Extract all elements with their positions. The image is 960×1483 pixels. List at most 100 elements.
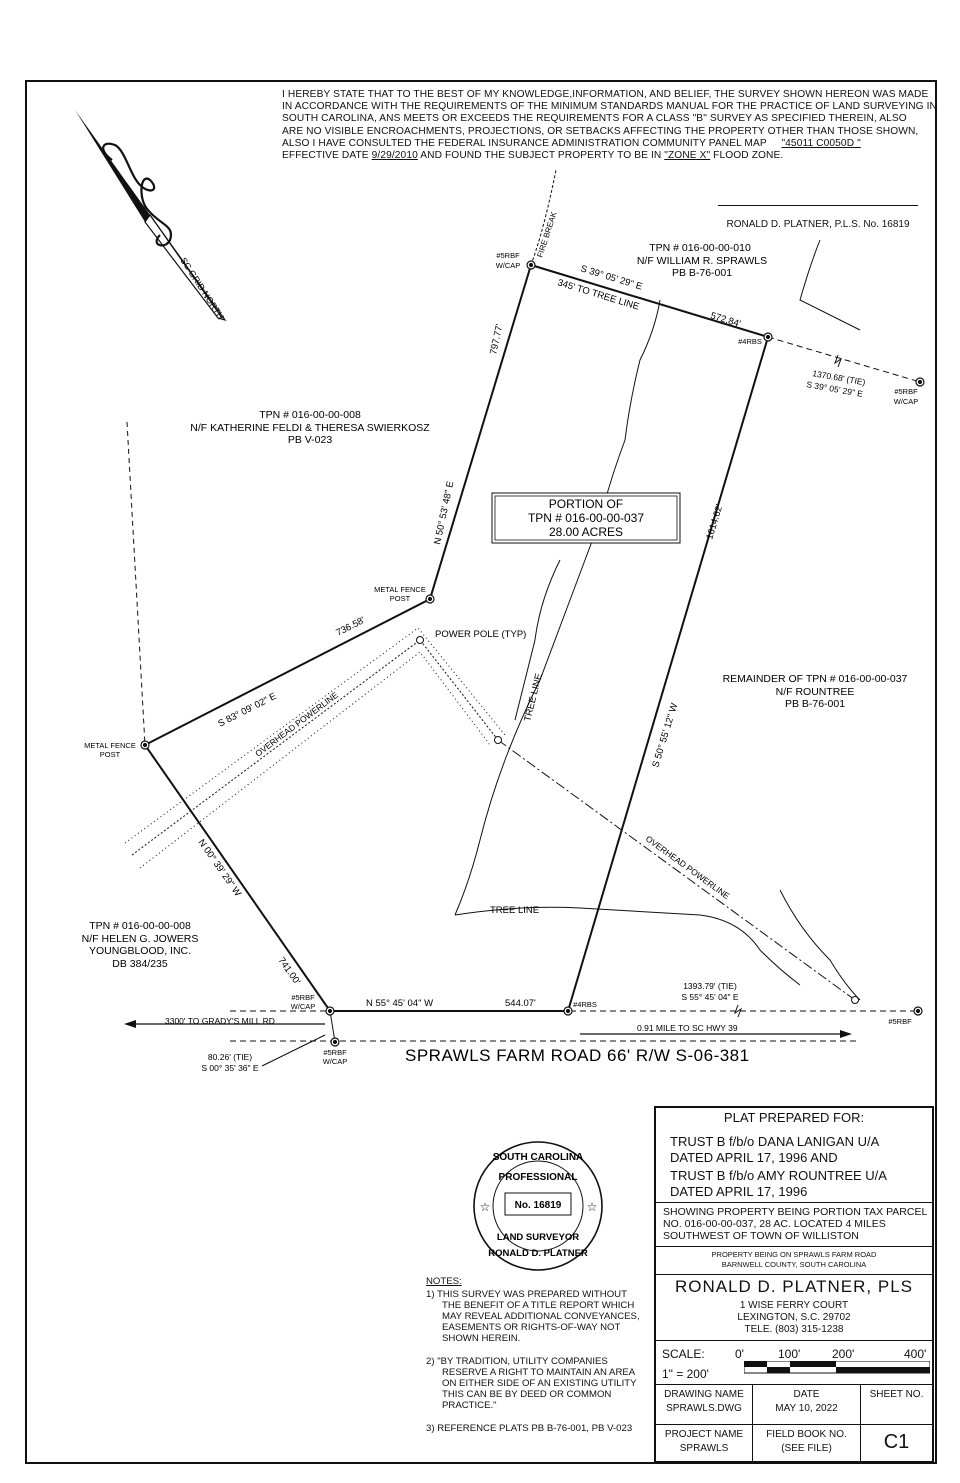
north-parcel-tpn: TPN # 016-00-00-010 xyxy=(649,242,751,254)
monuments-rbf-cap-b: W/CAP xyxy=(291,1002,316,1011)
north-distance: 572.84' xyxy=(709,310,742,330)
east-parcel-owner: N/F ROUNTREE xyxy=(776,686,855,698)
title-block-drawing-name-label: DRAWING NAME xyxy=(664,1389,744,1400)
subject-label-3: 28.00 ACRES xyxy=(549,525,623,539)
title-block-scale-100: 100' xyxy=(778,1347,801,1361)
north-parcel-pb: PB B-76-001 xyxy=(672,267,732,279)
monuments-rbf-cap-a: #5RBF xyxy=(496,251,520,260)
notes: NOTES: 1) THIS SURVEY WAS PREPARED WITHO… xyxy=(426,1276,646,1434)
title-block-client1b: DATED APRIL 17, 1996 AND xyxy=(670,1150,838,1165)
title-block-addr2: LEXINGTON, S.C. 29702 xyxy=(737,1312,851,1323)
west-distance: 736.58' xyxy=(334,615,367,639)
north-parcel-owner: N/F WILLIAM R. SPRAWLS xyxy=(637,255,767,267)
adjoiner-line xyxy=(126,421,146,746)
certification-line5: ALSO I HAVE CONSULTED THE FEDERAL INSURA… xyxy=(282,137,767,149)
subject-parcel-box xyxy=(491,492,681,544)
tie-sw-bearing: S 00° 35' 36" E xyxy=(201,1063,259,1073)
tie-sw-distance: 80.26' (TIE) xyxy=(208,1052,252,1062)
south-distance: 544.07' xyxy=(505,998,536,1009)
monument-markers xyxy=(140,260,925,1047)
monuments-fence-a: METAL FENCE xyxy=(84,741,136,750)
title-block-client2b: DATED APRIL 17, 1996 xyxy=(670,1184,808,1199)
break-icon xyxy=(733,1004,743,1018)
svg-text:☆: ☆ xyxy=(587,1200,598,1214)
certification-line3: SOUTH CAROLINA, ANS MEETS OR EXCEEDS THE… xyxy=(282,113,907,125)
nw-distance: 797.77' xyxy=(488,323,505,356)
south-bearing: N 55° 45' 04" W xyxy=(366,998,433,1009)
title-block-client2a: TRUST B f/b/o AMY ROUNTREE U/A xyxy=(670,1168,887,1183)
title-block-tele: TELE. (803) 315-1238 xyxy=(744,1324,844,1335)
monuments-fence-a: METAL FENCE xyxy=(374,585,426,594)
title-block-date-label: DATE xyxy=(793,1389,820,1400)
to-gradys-label: 3300' TO GRADY'S MILL RD xyxy=(165,1016,275,1026)
sw-distance: 741.00' xyxy=(276,955,303,987)
fire-break-label: FIRE BREAK xyxy=(535,210,558,259)
north-arrow-icon: SC GRID NORTH xyxy=(75,110,227,322)
power-pole-icon xyxy=(494,736,502,744)
tie-se-distance: 1393.79' (TIE) xyxy=(683,981,737,991)
monuments-rbf-cap-b: W/CAP xyxy=(496,261,521,270)
title-block-addr1: 1 WISE FERRY COURT xyxy=(739,1300,849,1311)
seal-top: SOUTH CAROLINA xyxy=(493,1152,584,1163)
certification-line1: I HEREBY STATE THAT TO THE BEST OF MY KN… xyxy=(282,89,929,100)
seal-number: No. 16819 xyxy=(515,1200,562,1211)
title-block-loc2: BARNWELL COUNTY, SOUTH CAROLINA xyxy=(721,1260,867,1269)
svg-text:☆: ☆ xyxy=(480,1200,491,1214)
title-block-desc1: SHOWING PROPERTY BEING PORTION TAX PARCE… xyxy=(663,1206,928,1218)
sw-parcel-owner2: YOUNGBLOOD, INC. xyxy=(89,945,191,957)
to-hwy-label: 0.91 MILE TO SC HWY 39 xyxy=(637,1023,738,1033)
west-parcel-owner: N/F KATHERINE FELDI & THERESA SWIERKOSZ xyxy=(190,422,430,434)
monuments-rbf: #5RBF xyxy=(888,1017,912,1026)
overhead-powerline xyxy=(124,627,856,1001)
east-parcel-tpn: REMAINDER OF TPN # 016-00-00-037 xyxy=(723,673,908,685)
notes-n2: 2) "BY TRADITION, UTILITY COMPANIES RESE… xyxy=(426,1356,637,1411)
certification-zone: "ZONE X" xyxy=(664,150,711,162)
west-parcel-pb: PB V-023 xyxy=(288,434,333,446)
title-block-fieldbook: (SEE FILE) xyxy=(781,1443,832,1454)
sheet-border xyxy=(25,80,937,1464)
sw-parcel-owner: N/F HELEN G. JOWERS xyxy=(82,933,199,945)
east-bearing: S 50° 55' 12" W xyxy=(650,702,680,769)
surveyor-certification: I HEREBY STATE THAT TO THE BEST OF MY KN… xyxy=(282,89,937,162)
title-block: PLAT PREPARED FOR: TRUST B f/b/o DANA LA… xyxy=(654,1106,934,1463)
tree-line-label-2: TREE LINE xyxy=(490,905,539,916)
monuments-rbf-cap-b: W/CAP xyxy=(894,397,919,406)
notes-n3: 3) REFERENCE PLATS PB B-76-001, PB V-023 xyxy=(426,1423,633,1434)
certification-line4: ARE NO VISIBLE ENCROACHMENTS, PROJECTION… xyxy=(282,125,919,137)
tie-se-bearing: S 55° 45' 04" E xyxy=(681,992,739,1002)
title-block-scale-ratio: 1" = 200' xyxy=(662,1367,709,1381)
title-block-desc3: SOUTHWEST OF TOWN OF WILLISTON xyxy=(663,1230,859,1242)
title-block-client1a: TRUST B f/b/o DANA LANIGAN U/A xyxy=(670,1134,880,1149)
fire-break-line xyxy=(530,169,557,266)
road-name: SPRAWLS FARM ROAD 66' R/W S-06-381 xyxy=(405,1046,750,1065)
seal-bottom1: LAND SURVEYOR xyxy=(497,1232,579,1243)
title-block-scale-0: 0' xyxy=(735,1347,744,1361)
seal-mid: PROFESSIONAL xyxy=(499,1172,578,1183)
power-pole-icon xyxy=(851,996,859,1004)
title-block-project-label: PROJECT NAME xyxy=(664,1429,744,1440)
certification-line6c: FLOOD ZONE. xyxy=(713,150,784,162)
tree-lines xyxy=(454,239,861,1001)
surveyor-seal-icon: SOUTH CAROLINA PROFESSIONAL No. 16819 LA… xyxy=(473,1141,603,1271)
certification-line6a: EFFECTIVE DATE xyxy=(282,150,369,162)
monuments-rbs4: #4RBS xyxy=(573,1000,597,1009)
certification-panel-map: "45011 C0050D " xyxy=(781,137,861,149)
monuments-rbs4: #4RBS xyxy=(738,337,762,346)
tie-line-ne xyxy=(767,336,921,383)
notes-n1: 1) THIS SURVEY WAS PREPARED WITHOUT THE … xyxy=(426,1289,640,1344)
break-icon xyxy=(833,354,843,368)
title-block-desc2: NO. 016-00-00-037, 28 AC. LOCATED 4 MILE… xyxy=(663,1218,886,1230)
north-arrow-label: SC GRID NORTH xyxy=(178,256,226,322)
title-block-date: MAY 10, 2022 xyxy=(775,1403,838,1414)
sw-bearing: N 00° 39' 29" W xyxy=(196,837,243,898)
title-block-scale-400: 400' xyxy=(904,1347,927,1361)
leader-line xyxy=(261,1034,326,1067)
title-block-loc1: PROPERTY BEING ON SPRAWLS FARM ROAD xyxy=(711,1250,877,1259)
notes-heading: NOTES: xyxy=(426,1276,462,1287)
subject-label-2: TPN # 016-00-00-037 xyxy=(528,511,644,525)
certification-effective-date: 9/29/2010 xyxy=(371,150,418,162)
title-block-prepared-for: PLAT PREPARED FOR: xyxy=(723,1110,865,1125)
sw-parcel-db: DB 384/235 xyxy=(112,958,168,970)
west-parcel-tpn: TPN # 016-00-00-008 xyxy=(259,409,361,421)
